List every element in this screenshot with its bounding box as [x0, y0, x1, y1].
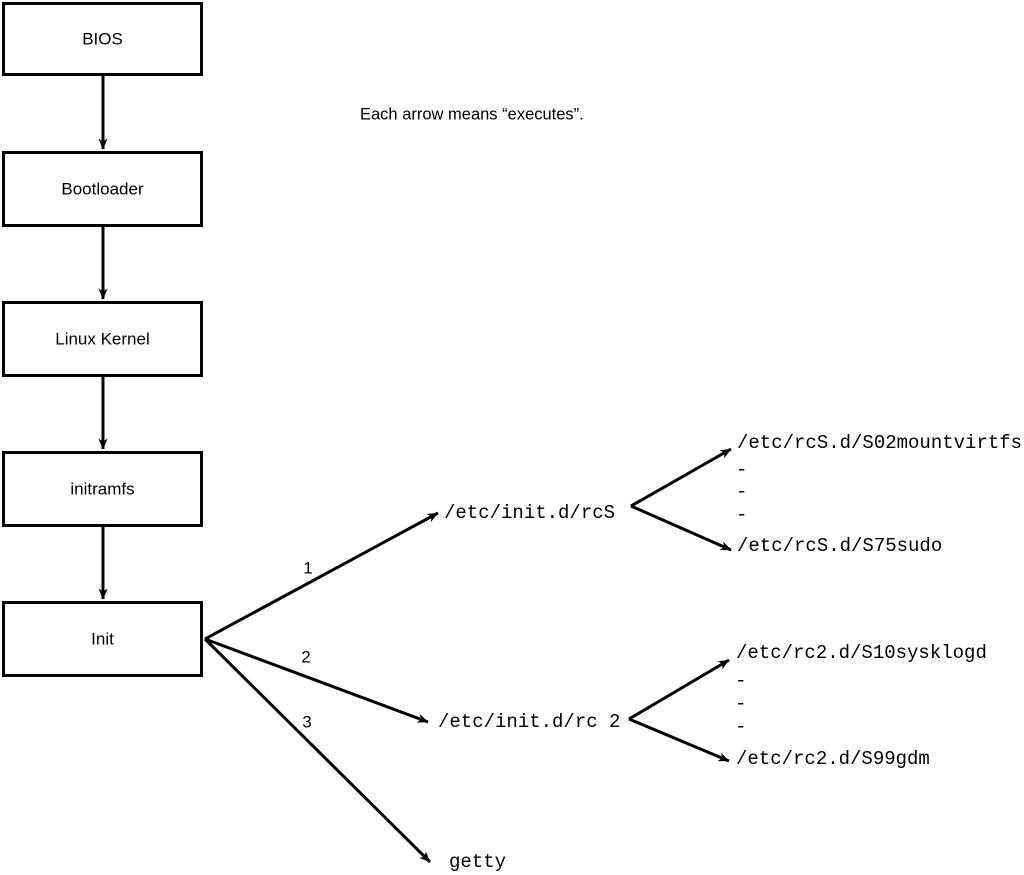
node-box-bios	[2, 2, 203, 76]
branch-ellipsis-rc2-2: -	[735, 716, 746, 738]
init-edge-number-3: 3	[302, 712, 311, 731]
diagram-caption: Each arrow means “executes”.	[360, 105, 584, 123]
branch-label-rcs-bottom: /etc/rcS.d/S75sudo	[737, 535, 942, 557]
node-label-bios: BIOS	[82, 29, 123, 48]
node-box-initramfs	[2, 451, 203, 527]
branch-edge-rcs-bottom	[630, 504, 732, 552]
script-label-rc2: /etc/init.d/rc 2	[438, 711, 620, 733]
branch-label-rc2-top: /etc/rc2.d/S10sysklogd	[736, 642, 987, 664]
init-fanout-group: 1 2 3	[203, 511, 439, 864]
branch-edge-rc2-top	[628, 658, 730, 721]
node-label-initramfs: initramfs	[70, 479, 134, 498]
branch-ellipsis-rcs-0: -	[736, 459, 747, 481]
node-initramfs[interactable]: initramfs	[2, 451, 203, 527]
branch-ellipsis-rc2-0: -	[735, 670, 746, 692]
branch-ellipsis-rc2-1: -	[735, 693, 746, 715]
node-bootloader[interactable]: Bootloader	[2, 151, 203, 227]
node-kernel[interactable]: Linux Kernel	[2, 301, 203, 377]
node-label-bootloader: Bootloader	[61, 179, 144, 198]
init-edge-2	[204, 637, 429, 724]
init-edge-3	[203, 637, 432, 864]
init-edge-1	[204, 511, 439, 641]
branch-ellipsis-rcs-1: -	[736, 481, 747, 503]
node-bios[interactable]: BIOS	[2, 2, 203, 76]
script-label-getty: getty	[449, 851, 506, 873]
script-labels-group: /etc/init.d/rcS/etc/init.d/rc 2 getty	[438, 502, 620, 873]
node-label-kernel: Linux Kernel	[55, 329, 150, 348]
branch-label-rcs-top: /etc/rcS.d/S02mountvirtfs	[737, 432, 1022, 454]
node-box-init	[2, 601, 203, 677]
branch-label-rc2-bottom: /etc/rc2.d/S99gdm	[736, 748, 930, 770]
branch-edge-rcs-top	[630, 447, 732, 508]
branch-ellipsis-rcs-2: -	[736, 504, 747, 526]
init-edge-number-1: 1	[303, 558, 312, 577]
node-init[interactable]: Init	[2, 601, 203, 677]
node-box-kernel	[2, 301, 203, 377]
init-edge-number-2: 2	[301, 647, 310, 666]
branch-edge-rc2-bottom	[628, 717, 730, 763]
script-label-rcs: /etc/init.d/rcS	[444, 502, 615, 524]
branch-edges-group: /etc/rcS.d/S02mountvirtfs/etc/rcS.d/S75s…	[628, 432, 1022, 770]
node-box-bootloader	[2, 151, 203, 227]
node-label-init: Init	[91, 629, 114, 648]
